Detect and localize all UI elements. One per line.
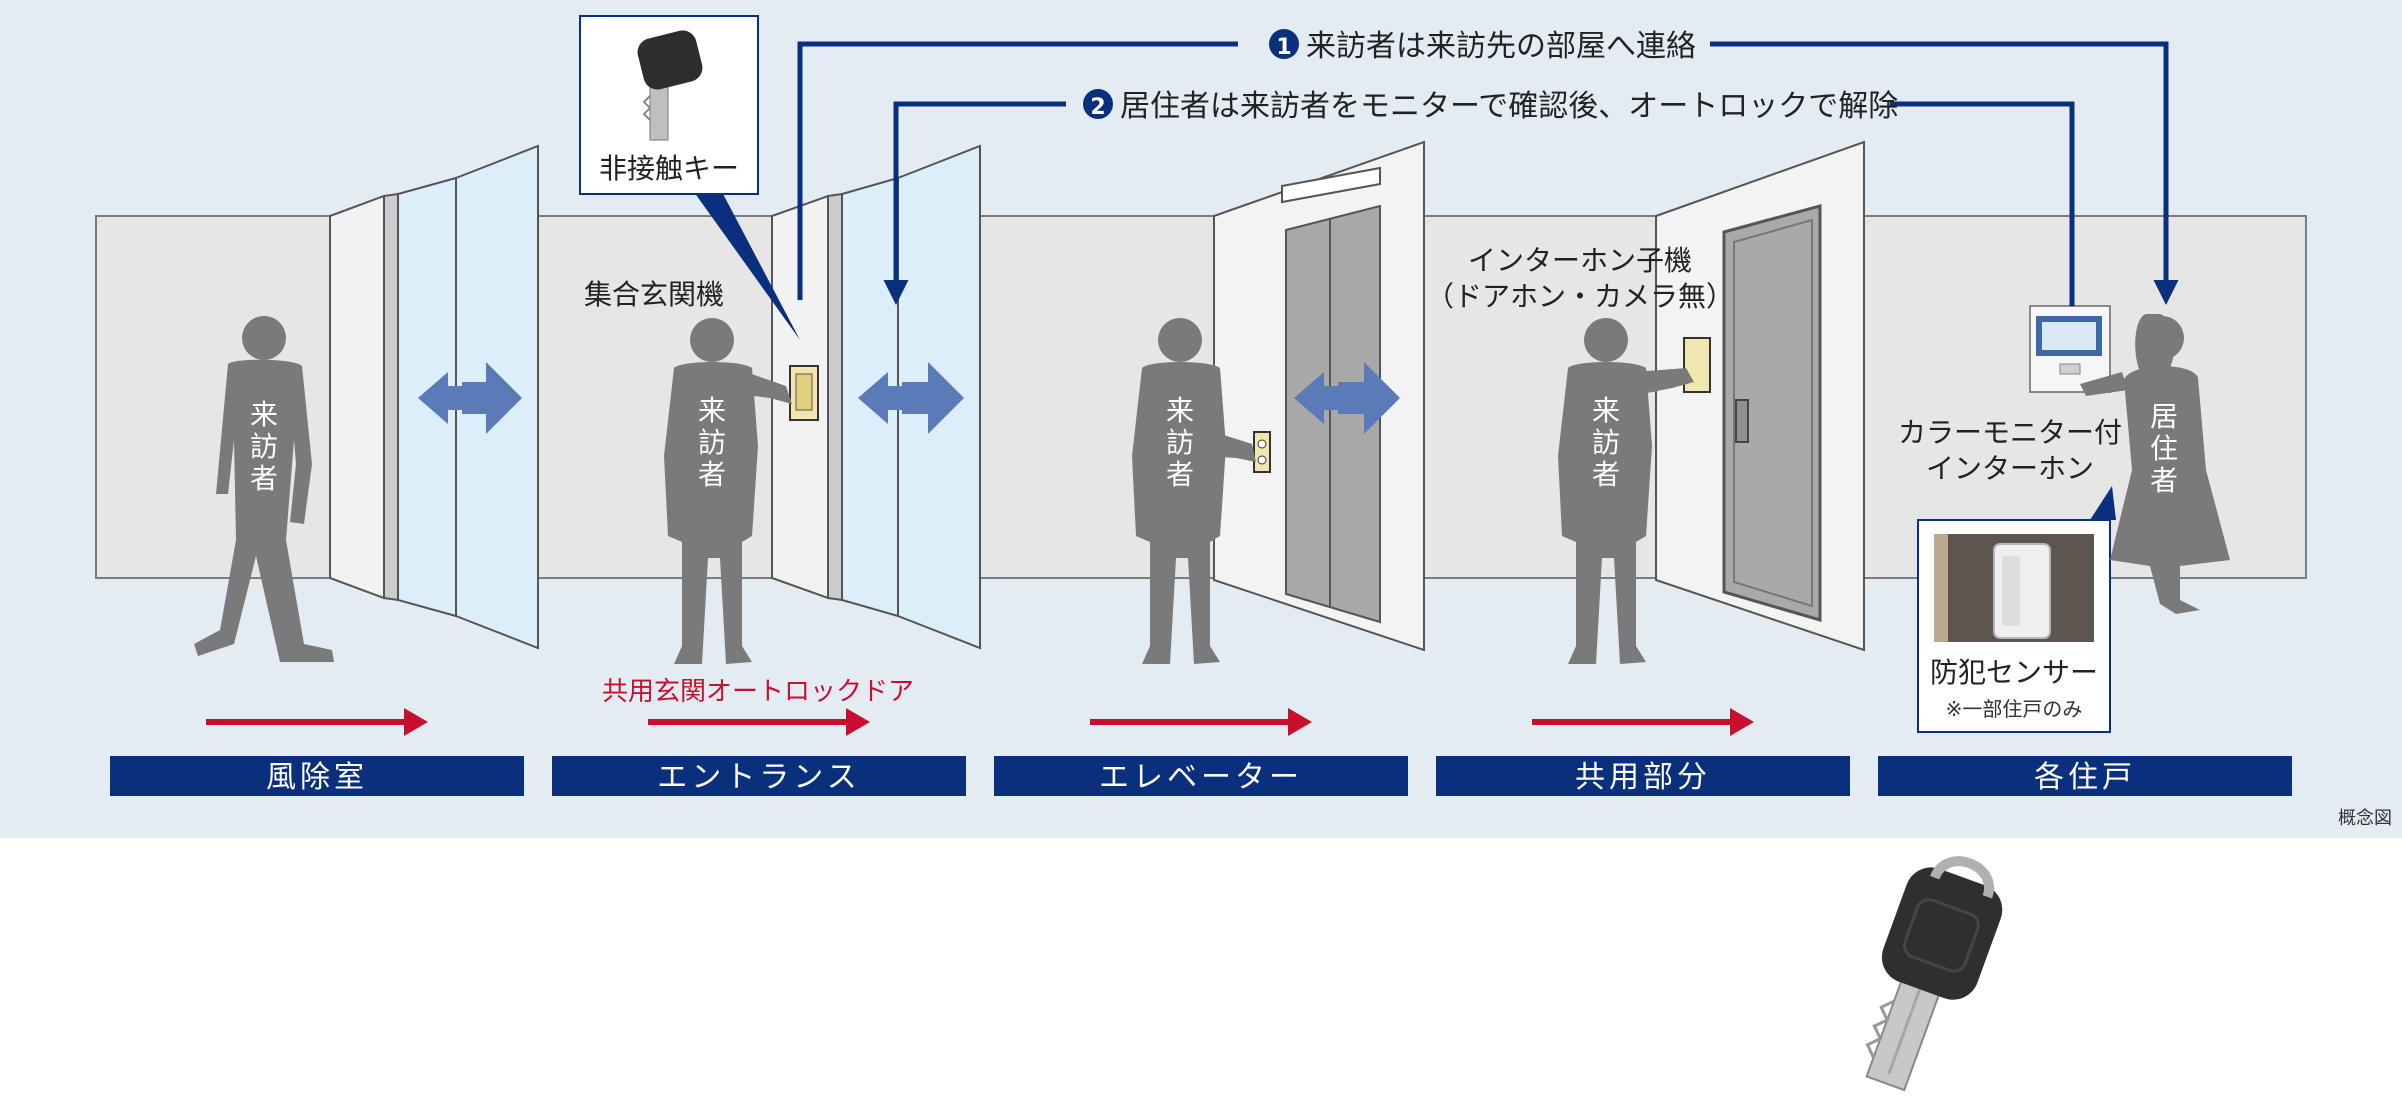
svg-text:訪: 訪	[698, 426, 726, 459]
svg-text:訪: 訪	[1592, 426, 1620, 459]
contactless-key-callout: 非接触キー	[579, 15, 800, 340]
step2-heading: 2 居住者は来訪者をモニターで確認後、オートロックで解除	[1083, 89, 1898, 124]
svg-text:エレベーター: エレベーター	[1099, 760, 1303, 795]
svg-text:来: 来	[1166, 394, 1194, 427]
svg-text:者: 者	[698, 458, 726, 491]
stage-bar-2: エントランス	[552, 756, 966, 796]
visitor-text-3: 来 訪 者	[1166, 394, 1194, 491]
svg-text:2: 2	[1090, 95, 1105, 120]
svg-text:1: 1	[1276, 35, 1291, 60]
svg-text:エントランス: エントランス	[657, 760, 860, 795]
svg-text:者: 者	[250, 462, 278, 495]
svg-text:訪: 訪	[1166, 426, 1194, 459]
stage-bar-5: 各住戸	[1878, 756, 2292, 796]
svg-text:訪: 訪	[250, 430, 278, 463]
visitor-text-1: 来 訪 者	[250, 398, 278, 495]
svg-text:来: 来	[250, 398, 278, 431]
double-arrow-icon	[858, 362, 964, 434]
intercom-handset-device	[1683, 337, 1711, 393]
stage-bar-1: 風除室	[110, 756, 524, 796]
contactless-key-icon	[1865, 856, 2003, 1092]
stage-bar-3: エレベーター	[994, 756, 1408, 796]
step1-heading: 1 来訪者は来訪先の部屋へ連絡	[1269, 29, 1696, 64]
svg-text:各住戸: 各住戸	[2034, 760, 2136, 795]
svg-text:者: 者	[2150, 464, 2178, 497]
visitor-figure-4	[1558, 318, 1694, 664]
color-monitor-label-2: インターホン	[1926, 452, 2094, 485]
svg-text:居住者は来訪者をモニターで確認後、オートロックで解除: 居住者は来訪者をモニターで確認後、オートロックで解除	[1120, 89, 1898, 124]
contactless-key-icon	[637, 30, 703, 141]
dwelling-door	[1655, 140, 1865, 652]
svg-text:風除室: 風除室	[266, 760, 368, 795]
security-sensor-label: 防犯センサー	[1930, 656, 2098, 689]
step2-connector	[883, 101, 2075, 306]
svg-text:居: 居	[2150, 400, 2178, 433]
double-arrow-icon	[1294, 362, 1400, 434]
autolock-door-label: 共用玄関オートロックドア	[602, 677, 914, 707]
double-arrow-icon	[418, 362, 522, 434]
stage-arrow-icon	[206, 708, 1754, 736]
visitor-figure-2	[664, 318, 792, 664]
visitor-text-4: 来 訪 者	[1592, 394, 1620, 491]
svg-text:者: 者	[1592, 458, 1620, 491]
elevator-call-button	[1253, 431, 1271, 473]
svg-text:来: 来	[698, 394, 726, 427]
security-sensor-callout: 防犯センサー ※一部住戸のみ	[1917, 486, 2116, 733]
intercom-handset-label-2: （ドアホン・カメラ無）	[1426, 280, 1734, 313]
visitor-figure-3	[1132, 318, 1256, 664]
svg-text:住: 住	[2150, 432, 2178, 465]
svg-text:者: 者	[1166, 458, 1194, 491]
entrance-panel-label: 集合玄関機	[584, 278, 724, 311]
svg-text:来訪者は来訪先の部屋へ連絡: 来訪者は来訪先の部屋へ連絡	[1306, 29, 1696, 64]
resident-text: 居 住 者	[2150, 400, 2178, 497]
intercom-monitor-icon	[2029, 305, 2111, 393]
intercom-handset-label-1: インターホン子機	[1468, 244, 1692, 277]
color-monitor-label-1: カラーモニター付	[1898, 416, 2122, 449]
step1-connector	[797, 41, 2179, 305]
security-sensor-note: ※一部住戸のみ	[1946, 697, 2083, 721]
contactless-key-label: 非接触キー	[599, 152, 739, 185]
svg-text:共用部分: 共用部分	[1575, 760, 1711, 795]
security-sensor-icon	[1934, 534, 2094, 642]
svg-text:来: 来	[1592, 394, 1620, 427]
stage-bar-4: 共用部分	[1436, 756, 1850, 796]
concept-note: 概念図	[2338, 807, 2392, 829]
resident-figure	[2080, 314, 2230, 614]
visitor-text-2: 来 訪 者	[698, 394, 726, 491]
